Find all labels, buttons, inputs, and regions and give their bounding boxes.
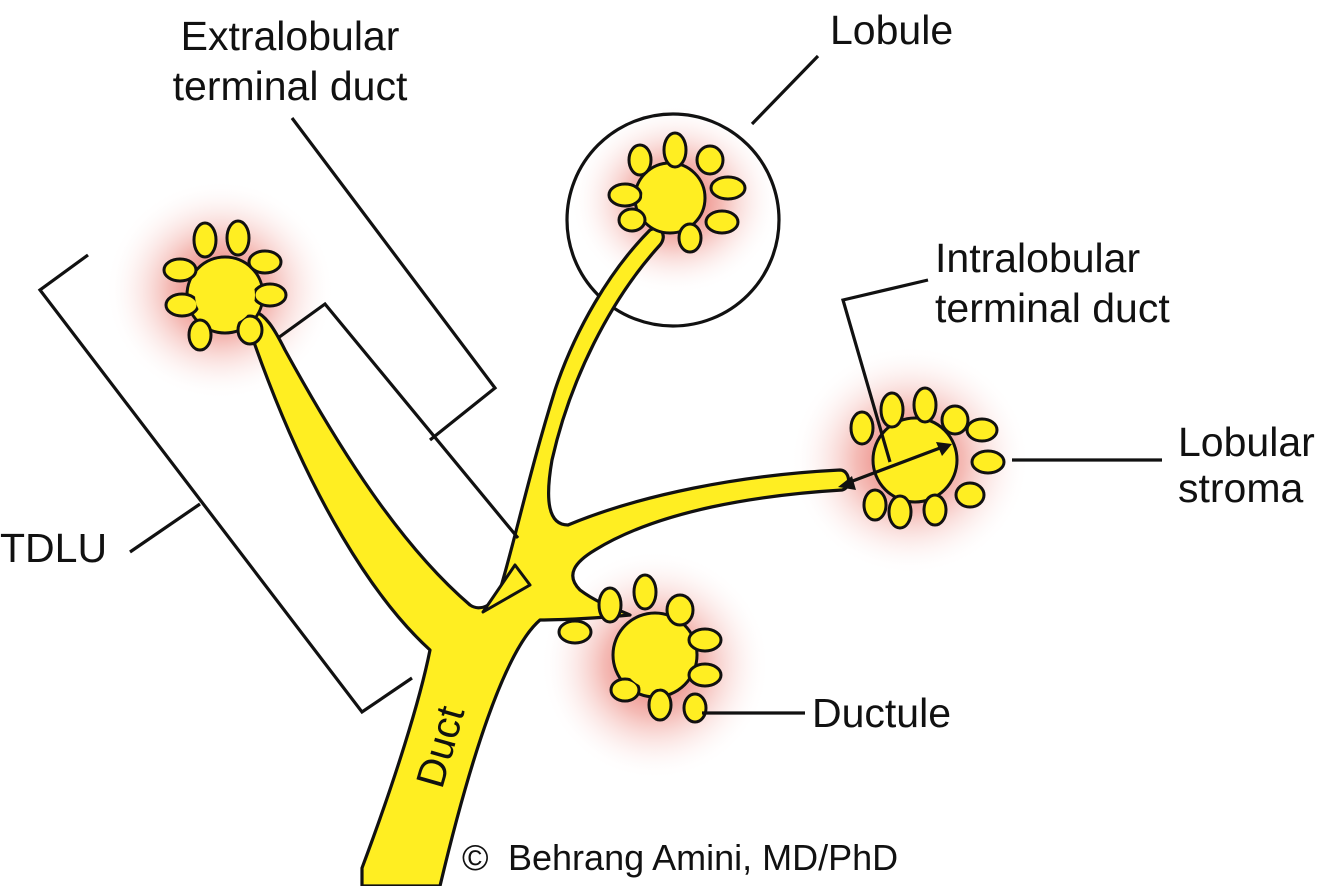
lobule-circle: [565, 112, 781, 328]
extralobular-inner-bracket: [277, 301, 520, 540]
lobule-label: Lobule: [830, 7, 953, 53]
intralobular-label-line2: terminal duct: [935, 285, 1170, 331]
ductule-label: Ductule: [812, 690, 951, 736]
acinus-cluster-right: [849, 386, 1006, 530]
copyright-symbol: ©: [462, 837, 489, 878]
lobule-pointer: [750, 54, 820, 126]
intralobular-arrow-line: [849, 446, 941, 484]
extralobular-bracket: [290, 117, 498, 442]
lobular-stroma-label-line1: Lobular: [1178, 419, 1315, 465]
intralobular-label-line1: Intralobular: [935, 235, 1140, 281]
lobular-stroma-label-line2: stroma: [1178, 465, 1304, 511]
intralobular-arrowhead-left: [838, 476, 856, 490]
main-duct: [242, 227, 851, 886]
copyright-text: Behrang Amini, MD/PhD: [508, 837, 898, 878]
extralobular-label-line2: terminal duct: [173, 63, 408, 109]
tdlu-bracket: [37, 253, 413, 715]
tdlu-label: TDLU: [0, 525, 107, 571]
duct-tree: [242, 227, 851, 886]
branch-junction-notch: [481, 563, 532, 614]
intralobular-arrowhead-right: [936, 442, 952, 456]
acinus-cluster-left: [162, 219, 288, 352]
intralobular-pointer: [840, 278, 929, 463]
extralobular-label-line1: Extralobular: [181, 13, 400, 59]
tdlu-pointer: [129, 502, 201, 554]
acinus-cluster-lobule: [607, 131, 747, 254]
pointer-lines: [37, 54, 1162, 715]
acinus-cluster-bottom: [557, 573, 723, 724]
acini: [162, 131, 1006, 724]
